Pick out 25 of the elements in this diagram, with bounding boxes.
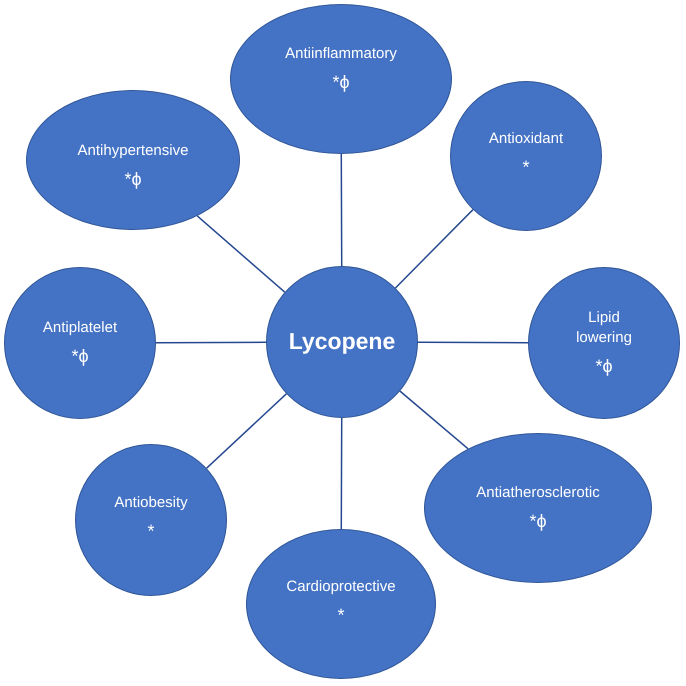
- annotation-mark: *ϕ: [332, 72, 350, 94]
- node-label: Antihypertensive: [78, 140, 188, 160]
- connector-line: [196, 215, 286, 293]
- node-label: Lycopene: [288, 327, 396, 356]
- node-label: Lipid lowering: [575, 308, 633, 348]
- node-label: Antioxidant: [488, 128, 564, 148]
- node-label: Antiplatelet: [42, 318, 118, 338]
- annotation-mark: *: [522, 157, 530, 180]
- annotation-mark: *: [147, 521, 154, 544]
- annotation-mark: *ϕ: [529, 511, 547, 534]
- connector-line: [340, 418, 342, 529]
- node-label: Cardioprotective: [286, 576, 396, 596]
- connector-line: [156, 342, 266, 344]
- node-label: Antiinflammatory: [285, 44, 397, 64]
- connector-line: [400, 390, 469, 450]
- connector-line: [206, 393, 287, 469]
- annotation-mark: *ϕ: [595, 356, 613, 378]
- connector-line: [394, 209, 474, 288]
- node-label: Antiatherosclerotic: [476, 482, 600, 502]
- annotation-mark: *ϕ: [71, 346, 89, 368]
- node-label: Antiobesity: [114, 492, 188, 512]
- connector-line: [418, 342, 528, 344]
- annotation-mark: *: [337, 605, 344, 628]
- annotation-mark: *ϕ: [124, 169, 142, 192]
- connector-line: [340, 154, 342, 266]
